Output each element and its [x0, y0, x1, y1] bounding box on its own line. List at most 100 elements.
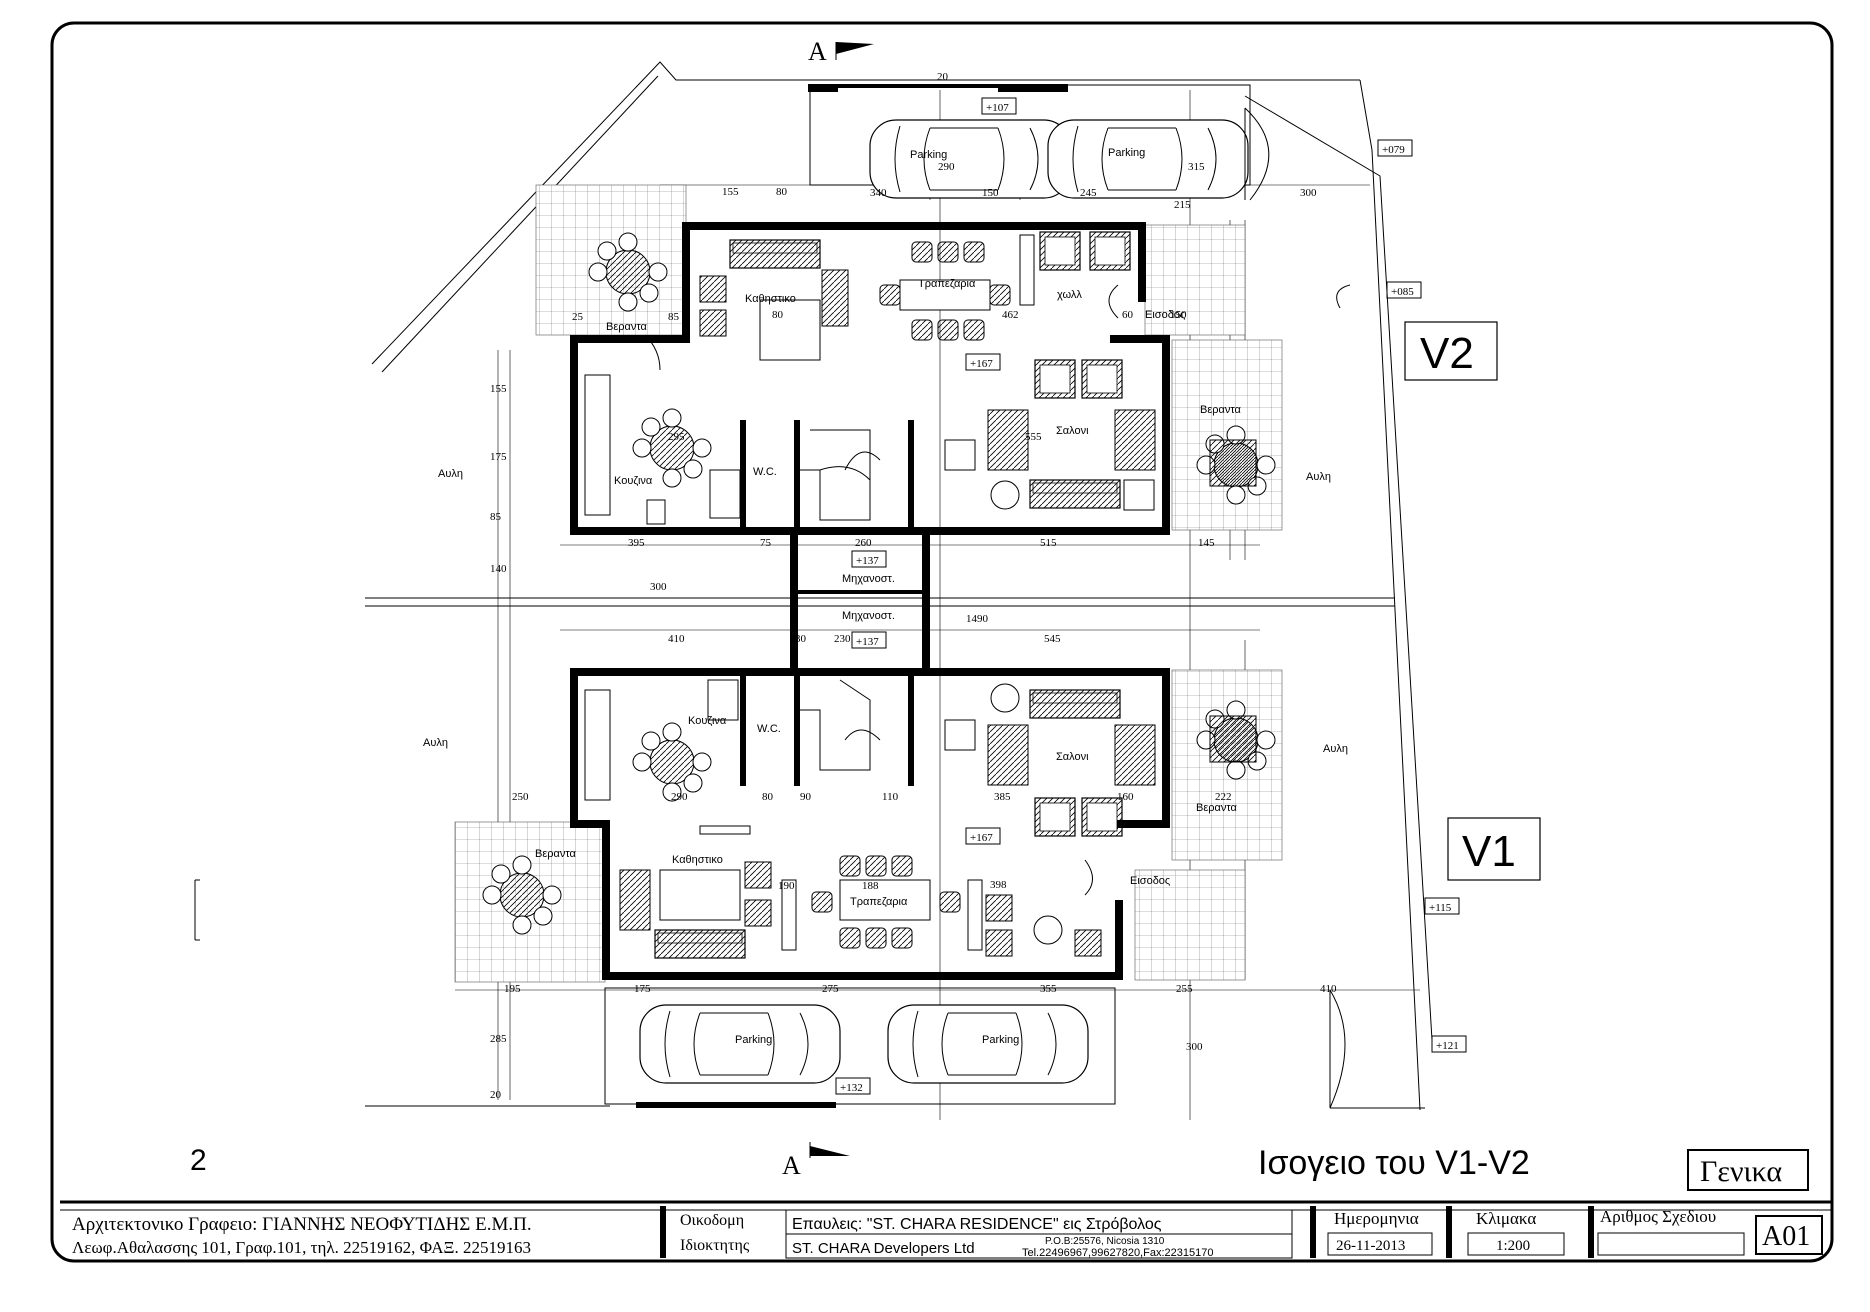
label-scale: Κλιμακα	[1476, 1209, 1536, 1228]
scale-value: 1:200	[1496, 1238, 1530, 1254]
label-owner: Ιδιοκτητης	[680, 1237, 750, 1254]
yard-v1-right: Αυλη	[1323, 743, 1348, 755]
room-dining-v1: Τραπεζαρια	[850, 896, 908, 908]
room-parking-v1-1: Parking	[735, 1034, 772, 1046]
label-drawing-number: Αριθμος Σχεδιου	[1600, 1207, 1716, 1226]
unit-tag-v2: V2	[1404, 321, 1498, 381]
svg-text:80: 80	[776, 186, 788, 198]
sheet-frame	[50, 21, 1834, 1263]
svg-text:A: A	[808, 37, 827, 66]
svg-text:410: 410	[668, 633, 685, 645]
svg-text:+167: +167	[970, 832, 993, 844]
svg-text:188: 188	[862, 880, 879, 892]
svg-text:150: 150	[982, 187, 999, 199]
room-mech-v1: Μηχανοστ.	[842, 610, 895, 622]
svg-text:515: 515	[1040, 537, 1057, 549]
yard-v2-right: Αυλη	[1306, 471, 1331, 483]
svg-text:25: 25	[572, 311, 584, 323]
svg-text:355: 355	[1040, 983, 1057, 995]
svg-text:+079: +079	[1382, 144, 1405, 156]
unit-v1-plan: Μηχανοστ. Κουζινα W.C. Σαλονι Βεραντα Βε…	[423, 600, 1348, 1109]
svg-text:85: 85	[668, 311, 680, 323]
svg-text:315: 315	[1188, 161, 1205, 173]
svg-text:60: 60	[1122, 309, 1134, 321]
room-living-v1: Σαλονι	[1056, 751, 1089, 763]
room-sitting-v1: Καθηστικο	[672, 854, 723, 866]
owner-value: ST. CHARA Developers Ltd	[792, 1240, 975, 1257]
drawing-category-box: Γενικα	[1687, 1149, 1809, 1191]
svg-text:215: 215	[1174, 199, 1191, 211]
title-block: Αρχιτεκτονικο Γραφειο: ΓΙΑΝΝΗΣ ΝΕΟΦΥΤΙΔΗ…	[60, 1200, 1832, 1259]
svg-text:+137: +137	[856, 636, 879, 648]
svg-text:+167: +167	[970, 358, 993, 370]
unit-v2-plan: Parking Parking Τραπεζαρια Καθηστικο χωλ…	[438, 84, 1351, 625]
room-entrance-v2: Εισοδος	[1145, 309, 1185, 321]
section-marker-bottom: A	[782, 1142, 850, 1180]
svg-text:85: 85	[490, 511, 502, 523]
room-entrance-v1: Εισοδος	[1130, 875, 1170, 887]
yard-v1-left: Αυλη	[423, 737, 448, 749]
svg-text:285: 285	[490, 1033, 507, 1045]
room-kitchen-v2: Κουζινα	[614, 475, 653, 487]
svg-text:545: 545	[1044, 633, 1061, 645]
room-veranda-v1-right: Βεραντα	[1196, 802, 1238, 814]
label-building: Οικοδομη	[680, 1212, 744, 1229]
building-value: Επαυλεις: "ST. CHARA RESIDENCE" εις Στρό…	[792, 1216, 1162, 1233]
svg-text:195: 195	[504, 983, 521, 995]
svg-text:30: 30	[795, 633, 807, 645]
date-value: 26-11-2013	[1336, 1238, 1405, 1254]
room-mech-v2: Μηχανοστ.	[842, 573, 895, 585]
svg-text:300: 300	[650, 581, 667, 593]
svg-text:300: 300	[1300, 187, 1317, 199]
office-line-2: Λεωφ.Αθαλασσης 101, Γραφ.101, τηλ. 22519…	[72, 1238, 531, 1257]
parking-car-v2-1	[869, 119, 1071, 199]
room-parking-v1-2: Parking	[982, 1034, 1019, 1046]
svg-text:75: 75	[760, 537, 772, 549]
unit-tag-v1: V1	[1447, 817, 1541, 881]
room-parking-v2-2: Parking	[1108, 147, 1145, 159]
owner-contact-2: Tel.22496967,99627820,Fax:22315170	[1022, 1247, 1213, 1259]
svg-text:V1: V1	[1462, 827, 1516, 876]
room-parking-v2-1: Parking	[910, 149, 947, 161]
svg-text:+107: +107	[986, 102, 1009, 114]
room-veranda-v2-left: Βεραντα	[606, 321, 648, 333]
parking-car-v2-2	[1047, 119, 1249, 199]
svg-text:+137: +137	[856, 555, 879, 567]
svg-text:A: A	[782, 1151, 801, 1180]
svg-text:+121: +121	[1436, 1040, 1459, 1052]
svg-text:160: 160	[1117, 791, 1134, 803]
level-tags: +107 +079 +085 +167 +137 +137 +167 +115 …	[835, 97, 1467, 1095]
svg-text:222: 222	[1215, 791, 1232, 803]
room-living-v2: Σαλονι	[1056, 425, 1089, 437]
svg-text:255: 255	[1176, 983, 1193, 995]
svg-text:175: 175	[490, 451, 507, 463]
owner-contact-1: P.O.B:25576, Nicosia 1310	[1045, 1236, 1165, 1247]
svg-text:145: 145	[1198, 537, 1215, 549]
svg-text:275: 275	[822, 983, 839, 995]
svg-text:245: 245	[1080, 187, 1097, 199]
svg-text:260: 260	[855, 537, 872, 549]
svg-text:150: 150	[1170, 309, 1187, 321]
dimension-values: 155 80 340 150 245 215 300 290 315 20 25…	[490, 71, 1337, 1101]
svg-text:462: 462	[1002, 309, 1019, 321]
site-boundary	[194, 61, 1433, 1111]
svg-text:175: 175	[634, 983, 651, 995]
svg-text:+085: +085	[1391, 286, 1414, 298]
svg-text:190: 190	[778, 880, 795, 892]
svg-text:140: 140	[490, 563, 507, 575]
sheet-code: A01	[1762, 1221, 1810, 1252]
svg-text:80: 80	[772, 309, 784, 321]
svg-text:1490: 1490	[966, 613, 989, 625]
svg-text:398: 398	[990, 879, 1007, 891]
svg-text:+132: +132	[840, 1082, 863, 1094]
svg-text:90: 90	[800, 791, 812, 803]
room-veranda-v2-right: Βεραντα	[1200, 404, 1242, 416]
svg-text:290: 290	[938, 161, 955, 173]
room-sitting-v2: Καθηστικο	[745, 293, 796, 305]
label-date: Ημερομηνια	[1334, 1209, 1419, 1228]
svg-text:230: 230	[834, 633, 851, 645]
room-wc-v2: W.C.	[753, 466, 777, 478]
svg-text:155: 155	[490, 383, 507, 395]
svg-text:290: 290	[671, 791, 688, 803]
